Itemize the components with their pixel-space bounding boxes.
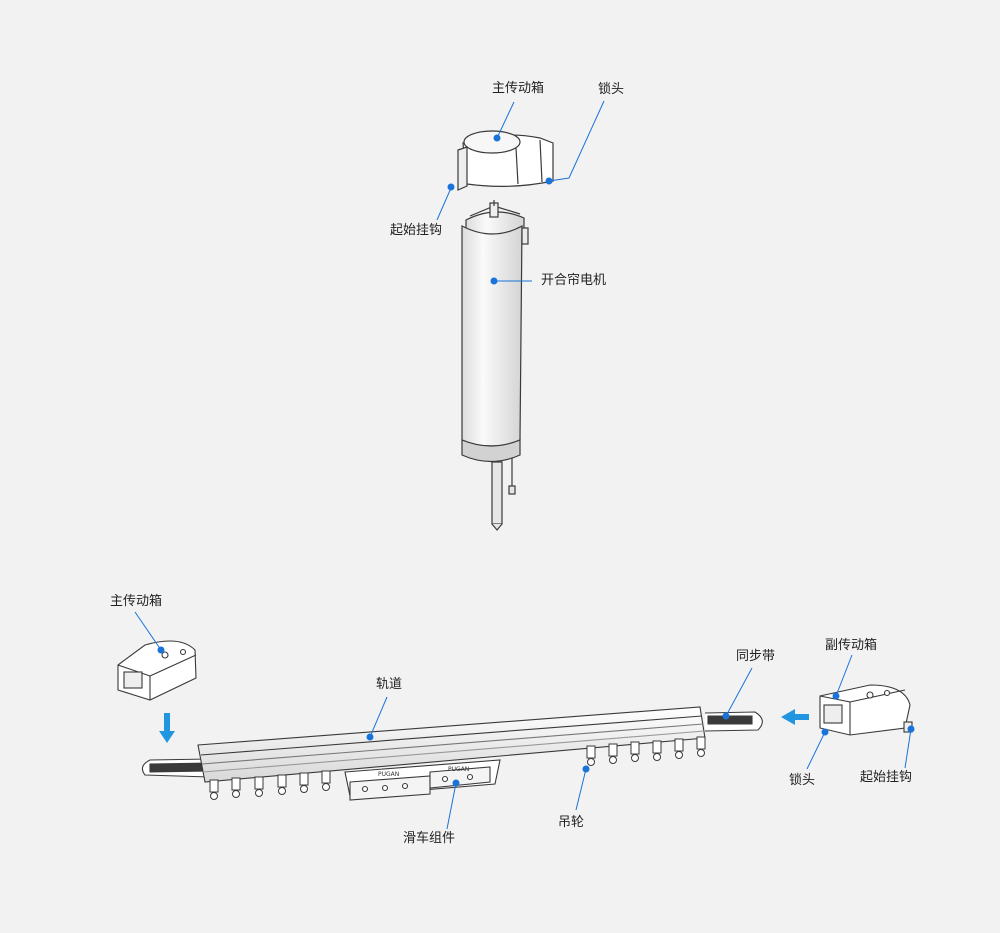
label-start-hook-top: 起始挂钩 — [390, 223, 443, 238]
carriage-illustration — [344, 759, 501, 801]
bottom-leader-dots — [157, 646, 915, 787]
label-pulley: 吊轮 — [558, 815, 585, 830]
top-leader-dots — [447, 134, 553, 285]
label-start-hook-bottom: 起始挂钩 — [860, 770, 913, 785]
main-gearbox-top-illustration — [457, 130, 554, 191]
label-timing-belt: 同步带 — [736, 649, 776, 664]
arrow-down-icon — [159, 713, 175, 743]
arrow-left-icon — [781, 709, 809, 725]
top-leaders — [436, 100, 605, 282]
label-main-gearbox-top: 主传动箱 — [492, 81, 545, 96]
main-gearbox-bottom-illustration — [117, 640, 197, 701]
secondary-gearbox-illustration — [819, 684, 913, 736]
bottom-leaders — [134, 611, 912, 830]
timing-belt-illustration — [141, 711, 763, 778]
curtain-motor-illustration — [461, 200, 529, 531]
label-carriage: 滑车组件 — [403, 831, 456, 846]
label-track: 轨道 — [376, 677, 403, 692]
label-secondary-gearbox: 副传动箱 — [825, 638, 878, 653]
label-main-gearbox-bottom: 主传动箱 — [110, 594, 163, 609]
label-curtain-motor: 开合帘电机 — [541, 273, 607, 288]
label-lock-head-top: 锁头 — [598, 82, 625, 97]
carriage-brand-left: PUGAN — [378, 771, 399, 778]
label-lock-head-bottom: 锁头 — [789, 773, 816, 788]
pulley-illustration — [209, 736, 706, 800]
carriage-brand-right: PUGAN — [448, 766, 469, 773]
